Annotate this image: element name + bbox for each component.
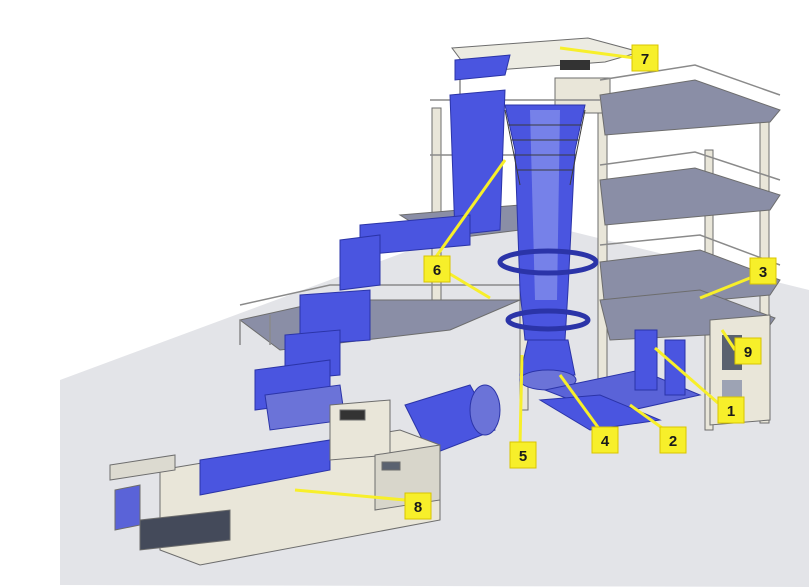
callout-7: 7 [631, 44, 659, 72]
deck-top [599, 79, 781, 136]
callout-1: 1 [717, 396, 745, 424]
callout-2: 2 [659, 426, 687, 454]
extruders [538, 329, 702, 431]
svg-text:2: 2 [669, 433, 677, 450]
film-path [254, 54, 511, 431]
calibration-ring-lower [505, 308, 591, 332]
top-vent-grille [560, 60, 590, 70]
svg-text:1: 1 [727, 403, 735, 420]
calibration-ring-upper [497, 248, 599, 276]
svg-text:5: 5 [519, 448, 527, 465]
callout-4: 4 [591, 426, 619, 454]
deck-middle [599, 167, 781, 226]
svg-text:4: 4 [601, 433, 610, 450]
svg-text:7: 7 [641, 51, 649, 68]
film-bubble [497, 104, 599, 391]
callout-6: 6 [423, 255, 451, 283]
svg-text:3: 3 [759, 264, 767, 281]
callout-3: 3 [749, 257, 777, 285]
svg-text:9: 9 [744, 344, 752, 361]
winder-machine [109, 399, 441, 566]
callout-9: 9 [734, 337, 762, 365]
callout-5: 5 [509, 441, 537, 469]
leader-lines [294, 46, 751, 502]
callout-8: 8 [404, 492, 432, 520]
collapsing-frame [504, 109, 586, 186]
svg-text:8: 8 [414, 499, 422, 516]
svg-text:6: 6 [433, 262, 441, 279]
